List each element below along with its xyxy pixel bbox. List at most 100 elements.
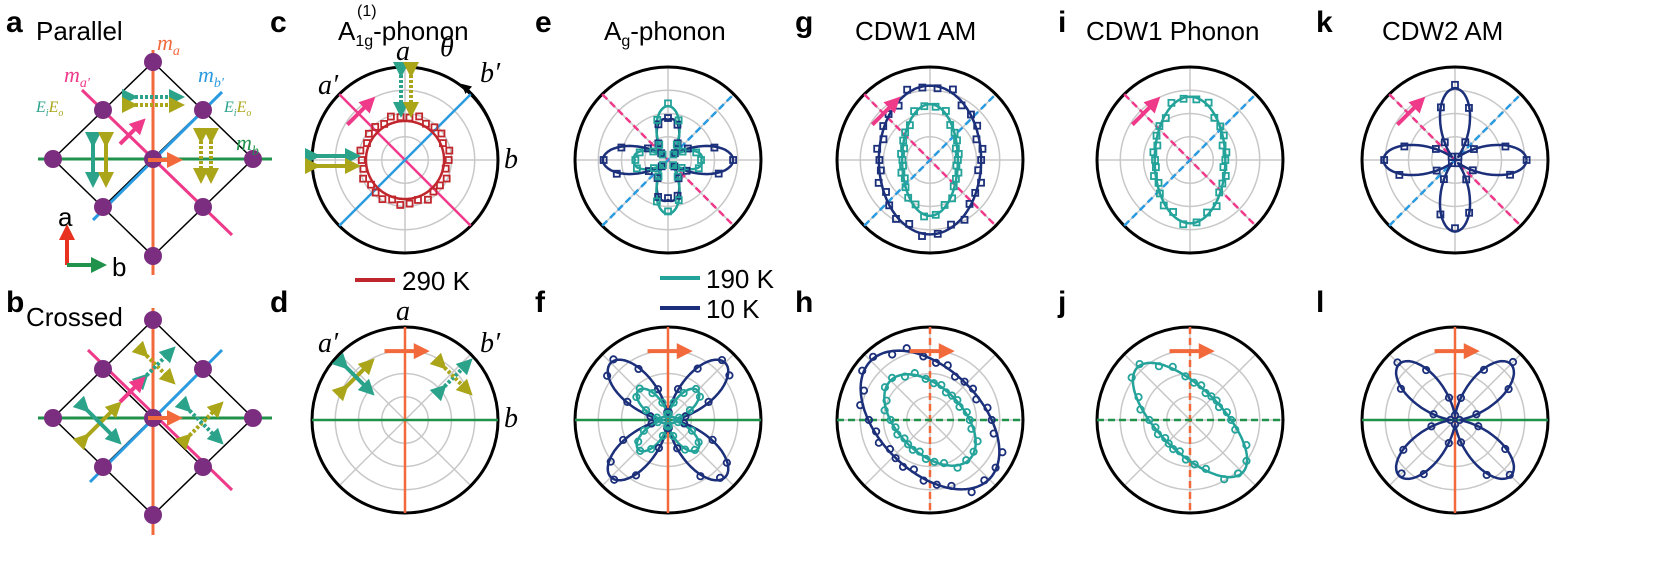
points-10k xyxy=(704,397,713,407)
axis-label-d-b-prime: b′ xyxy=(480,328,501,359)
points-10k xyxy=(965,199,974,208)
panel-title-c-sup: (1) xyxy=(357,3,377,20)
legend-label-10: 10 K xyxy=(706,294,760,324)
points-10k xyxy=(599,156,608,164)
points-10k xyxy=(1501,444,1510,454)
points-190k xyxy=(908,445,917,454)
points-190k xyxy=(1161,114,1170,122)
points-190k xyxy=(940,201,949,209)
points-190k xyxy=(1155,189,1164,198)
points-190k xyxy=(1221,172,1230,180)
points-10k xyxy=(864,415,874,425)
panel-letter-i: i xyxy=(1058,6,1066,39)
points-290k xyxy=(405,113,414,122)
points-10k xyxy=(977,178,985,187)
points-190k xyxy=(652,197,661,206)
panel-letter-h: h xyxy=(795,286,813,319)
points-190k xyxy=(664,422,673,431)
points-10k xyxy=(722,458,731,467)
polarization-arrow xyxy=(1130,96,1161,127)
points-10k xyxy=(933,229,942,238)
points-10k xyxy=(1393,358,1402,367)
panel-letter-f: f xyxy=(535,286,546,319)
points-10k xyxy=(673,384,683,394)
coordinate-arrows: a b xyxy=(58,202,126,282)
points-10k xyxy=(664,194,672,202)
points-10k xyxy=(1431,145,1440,153)
points-10k xyxy=(606,457,615,466)
points-10k xyxy=(1479,365,1489,374)
points-190k xyxy=(1155,122,1164,130)
points-190k xyxy=(886,415,895,425)
points-10k xyxy=(657,162,666,171)
polar-frame xyxy=(573,65,763,255)
points-10k xyxy=(623,397,632,406)
points-10k xyxy=(654,443,664,453)
points-190k xyxy=(669,398,678,407)
points-290k xyxy=(371,123,380,131)
points-190k xyxy=(1212,202,1221,211)
atoms-a xyxy=(44,53,262,265)
diag-line-b-prime xyxy=(601,93,735,227)
points-190k xyxy=(650,164,658,173)
curve-190k xyxy=(900,102,960,218)
points-10k xyxy=(919,476,928,485)
polarization-arrow xyxy=(1395,96,1426,127)
points-190k xyxy=(899,136,908,145)
points-10k xyxy=(1465,208,1474,217)
polarization-arrows-a xyxy=(85,89,219,188)
points-190k xyxy=(1134,392,1143,402)
points-290k xyxy=(444,156,453,164)
panel-title-c: A1g-phonon xyxy=(338,16,469,50)
points-10k xyxy=(885,445,895,454)
points-190k xyxy=(653,116,662,124)
points-190k xyxy=(1151,163,1160,172)
points-190k xyxy=(1221,156,1230,164)
points-10k xyxy=(1508,357,1518,367)
points-190k xyxy=(921,374,930,383)
points-190k xyxy=(910,369,919,378)
points-10k xyxy=(1522,156,1531,164)
points-10k xyxy=(980,476,989,485)
points-10k xyxy=(876,166,885,175)
points-190k xyxy=(1175,447,1184,456)
points-190k xyxy=(672,140,681,149)
points-290k xyxy=(396,113,405,122)
points-190k xyxy=(962,456,971,465)
points-190k xyxy=(687,426,697,435)
points-10k xyxy=(977,156,986,164)
points-190k xyxy=(900,174,909,183)
diag-line-b-prime xyxy=(1123,93,1257,227)
points-190k xyxy=(1164,439,1173,448)
points-10k xyxy=(998,448,1007,457)
points-290k xyxy=(378,195,387,204)
points-190k xyxy=(954,168,963,177)
points-10k xyxy=(972,395,981,404)
points-190k xyxy=(1212,396,1221,405)
axis-label-d-b: b xyxy=(504,403,518,434)
points-190k xyxy=(690,445,700,455)
polar-frame xyxy=(835,65,1025,255)
points-10k xyxy=(1454,159,1463,168)
polar-frame xyxy=(1360,65,1550,255)
diag-line-b-prime xyxy=(338,93,472,227)
points-190k xyxy=(678,147,687,156)
points-190k xyxy=(649,147,658,156)
points-10k xyxy=(882,188,890,196)
points-190k xyxy=(1242,440,1251,450)
points-10k xyxy=(973,121,982,130)
points-10k xyxy=(708,435,717,444)
points-190k xyxy=(1151,423,1160,432)
panel-b: b Crossed xyxy=(6,286,272,535)
points-10k xyxy=(1451,80,1459,89)
panel-title-k: CDW2 AM xyxy=(1382,16,1503,46)
points-190k xyxy=(911,200,920,209)
polar-panel-e xyxy=(573,65,763,255)
points-10k xyxy=(858,366,867,375)
legend-290: 290 K xyxy=(355,266,471,296)
legend-label-290: 290 K xyxy=(402,266,471,296)
axis-label-c-a: a xyxy=(396,36,410,67)
points-10k xyxy=(991,463,1000,472)
panel-a: a Parallel ma ma′ mb′ mb EiEo EiEo xyxy=(6,6,272,282)
points-190k xyxy=(674,196,683,205)
